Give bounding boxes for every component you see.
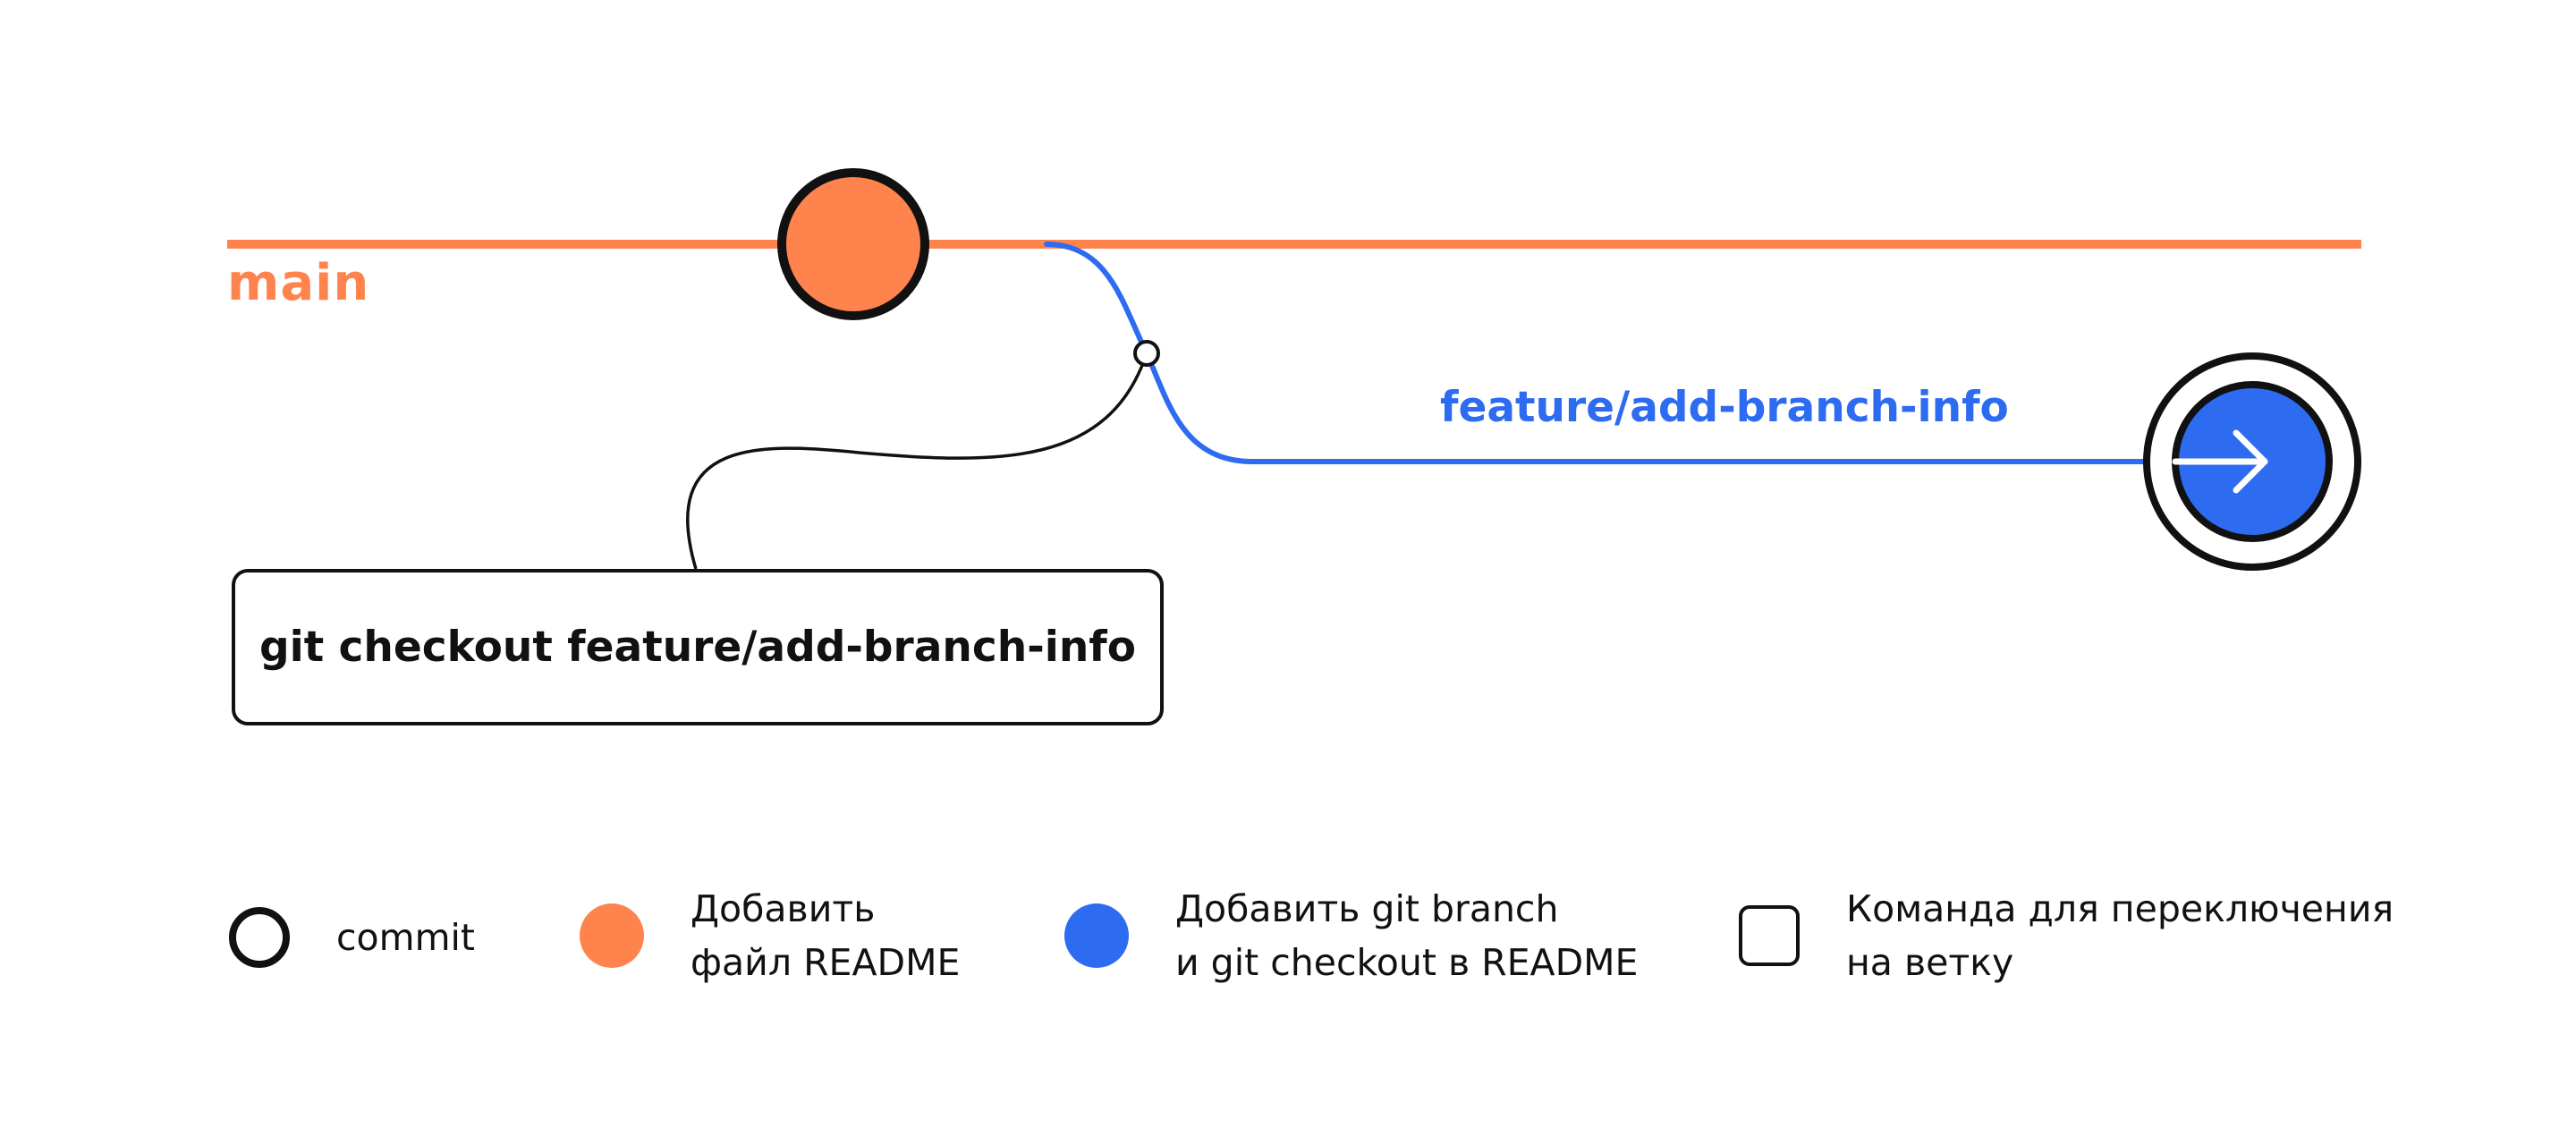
main-branch-label: main <box>227 254 370 312</box>
arrow-right-icon <box>2172 429 2268 494</box>
readme-commit-node <box>777 168 929 320</box>
legend-item-readme: Добавить файл README <box>580 882 960 989</box>
legend-text-commit: commit <box>336 916 475 959</box>
legend-text-command: Команда для переключения на ветку <box>1846 887 2394 984</box>
blue-dot-icon <box>1064 903 1129 968</box>
legend-item-feature-commit: Добавить git branch и git checkout в REA… <box>1064 882 1638 989</box>
legend: commit Добавить файл README Добавить git… <box>0 877 2576 1002</box>
orange-dot-icon <box>580 903 644 968</box>
feature-branch-label: feature/add-branch-info <box>1440 383 2009 432</box>
legend-text-readme: Добавить файл README <box>691 887 961 984</box>
legend-text-feature-commit: Добавить git branch и git checkout в REA… <box>1175 887 1639 984</box>
checkout-point-node <box>1133 340 1160 367</box>
command-text: git checkout feature/add-branch-info <box>258 623 1137 672</box>
legend-item-command: Команда для переключения на ветку <box>1739 882 2394 989</box>
checkout-connector-line <box>686 352 1148 570</box>
outlined-box-icon <box>1739 905 1800 966</box>
commit-circle-icon <box>229 907 290 968</box>
legend-item-commit: commit <box>229 907 475 968</box>
command-box: git checkout feature/add-branch-info <box>232 569 1164 725</box>
